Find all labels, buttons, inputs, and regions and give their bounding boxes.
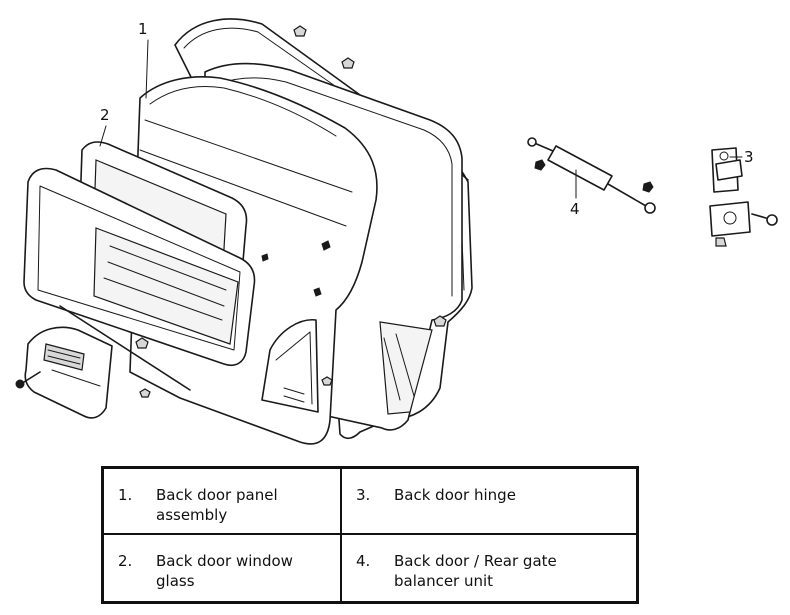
legend-number: 4.: [356, 552, 371, 570]
legend-text: Back door hinge: [394, 486, 516, 504]
clip-fasteners: [135, 25, 447, 398]
svg-text:4: 4: [570, 200, 580, 218]
legend-item-1: 1. Back door panel assembly: [104, 469, 342, 535]
handle-cover-panel: [24, 326, 113, 419]
lower-rod: [59, 305, 191, 391]
legend-item-4: 4. Back door / Rear gate balancer unit: [342, 535, 636, 601]
svg-text:1: 1: [138, 20, 148, 38]
callout-4: 4: [570, 169, 580, 218]
svg-text:2: 2: [100, 106, 110, 124]
callout-1: 1: [138, 20, 149, 99]
front-weatherstrip: [23, 167, 256, 367]
gas-strut-balancer: [527, 137, 656, 214]
door-hinge: [709, 147, 778, 247]
legend-text: Back door panel assembly: [156, 486, 278, 524]
screw-icon: [15, 371, 41, 389]
legend-number: 3.: [356, 486, 371, 504]
callout-2: 2: [99, 106, 110, 147]
legend-number: 1.: [118, 486, 133, 504]
svg-text:3: 3: [744, 148, 754, 166]
exploded-parts-diagram: 1 2 3 4: [15, 18, 778, 445]
legend-text: Back door / Rear gate balancer unit: [394, 552, 557, 590]
legend-item-3: 3. Back door hinge: [342, 469, 636, 535]
legend-text: Back door window glass: [156, 552, 293, 590]
legend-number: 2.: [118, 552, 133, 570]
parts-legend-table: 1. Back door panel assembly 3. Back door…: [101, 466, 639, 604]
legend-item-2: 2. Back door window glass: [104, 535, 342, 601]
callout-3: 3: [729, 148, 754, 166]
